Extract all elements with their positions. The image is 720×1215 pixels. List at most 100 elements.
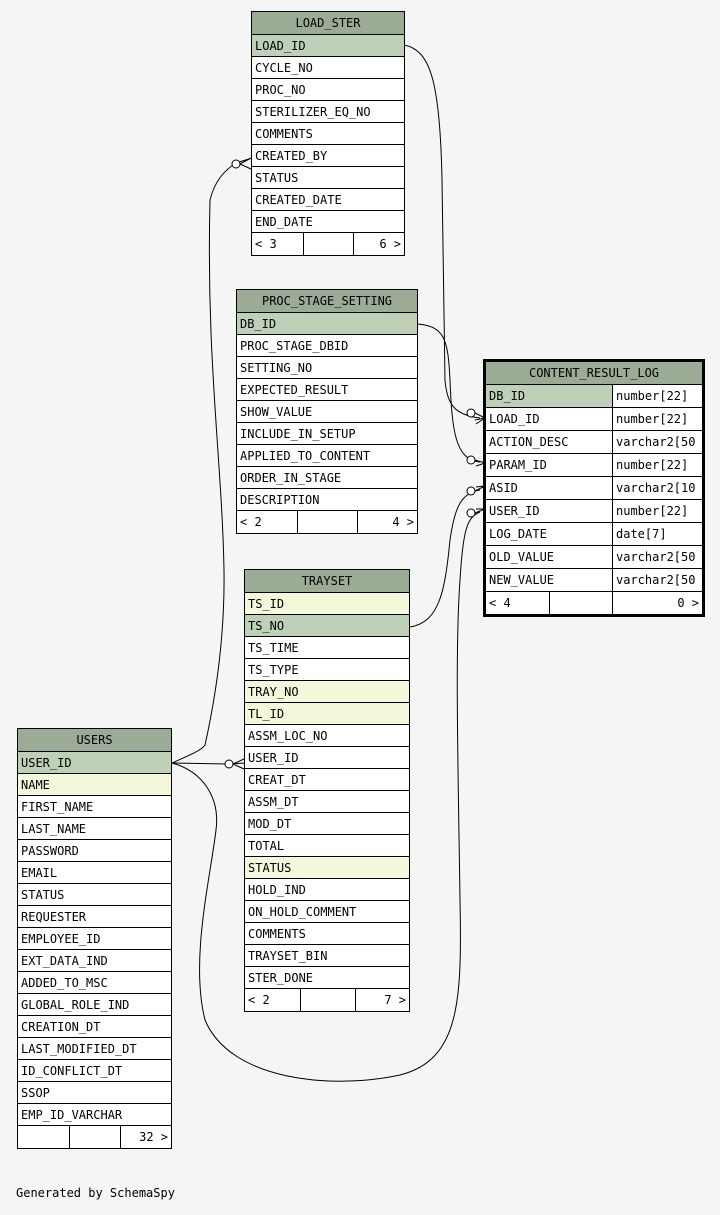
column-type: number[22] (616, 504, 689, 518)
table-footer: < 4 0 > (486, 592, 702, 614)
column-ts-type[interactable]: TS_TYPE (245, 659, 409, 681)
column-applied-to-content[interactable]: APPLIED_TO_CONTENT (237, 445, 417, 467)
table-load-ster[interactable]: LOAD_STER LOAD_ID CYCLE_NO PROC_NO STERI… (251, 11, 405, 256)
column-tray-no[interactable]: TRAY_NO (245, 681, 409, 703)
column-mod-dt[interactable]: MOD_DT (245, 813, 409, 835)
column-type: varchar2[50 (616, 550, 696, 564)
column-assm-dt[interactable]: ASSM_DT (245, 791, 409, 813)
column-tl-id[interactable]: TL_ID (245, 703, 409, 725)
table-title[interactable]: CONTENT_RESULT_LOG (486, 362, 702, 385)
column-load-id[interactable]: LOAD_ID (252, 35, 404, 57)
children-count[interactable]: 4 > (392, 515, 414, 529)
edge-created-by (171, 157, 253, 764)
column-status[interactable]: STATUS (18, 884, 171, 906)
column-type: number[22] (616, 389, 689, 403)
column-proc-stage-dbid[interactable]: PROC_STAGE_DBID (237, 335, 417, 357)
column-first-name[interactable]: FIRST_NAME (18, 796, 171, 818)
column-password[interactable]: PASSWORD (18, 840, 171, 862)
table-footer: < 2 7 > (245, 989, 409, 1011)
children-count[interactable]: 0 > (677, 596, 699, 610)
column-email[interactable]: EMAIL (18, 862, 171, 884)
table-users[interactable]: USERS USER_ID NAME FIRST_NAME LAST_NAME … (17, 728, 172, 1149)
column-cycle-no[interactable]: CYCLE_NO (252, 57, 404, 79)
children-count[interactable]: 6 > (379, 237, 401, 251)
column-ext-data-ind[interactable]: EXT_DATA_IND (18, 950, 171, 972)
column-sterilizer-eq-no[interactable]: STERILIZER_EQ_NO (252, 101, 404, 123)
zero-many-marker (466, 486, 476, 496)
column-setting-no[interactable]: SETTING_NO (237, 357, 417, 379)
column-total[interactable]: TOTAL (245, 835, 409, 857)
children-count[interactable]: 7 > (384, 993, 406, 1007)
table-title[interactable]: PROC_STAGE_SETTING (237, 290, 417, 313)
column-include-in-setup[interactable]: INCLUDE_IN_SETUP (237, 423, 417, 445)
column-on-hold-comment[interactable]: ON_HOLD_COMMENT (245, 901, 409, 923)
parents-count[interactable]: < 3 (252, 233, 304, 255)
column-creat-dt[interactable]: CREAT_DT (245, 769, 409, 791)
table-footer: < 2 4 > (237, 511, 417, 533)
row-count (550, 592, 613, 614)
column-employee-id[interactable]: EMPLOYEE_ID (18, 928, 171, 950)
column-type: number[22] (616, 412, 689, 426)
table-title[interactable]: LOAD_STER (252, 12, 404, 35)
column-ts-no[interactable]: TS_NO (245, 615, 409, 637)
table-title[interactable]: USERS (18, 729, 171, 752)
column-end-date[interactable]: END_DATE (252, 211, 404, 233)
column-hold-ind[interactable]: HOLD_IND (245, 879, 409, 901)
edge-user-log (171, 511, 481, 1082)
column-ts-time[interactable]: TS_TIME (245, 637, 409, 659)
column-status[interactable]: STATUS (245, 857, 409, 879)
column-description[interactable]: DESCRIPTION (237, 489, 417, 511)
column-assm-loc-no[interactable]: ASSM_LOC_NO (245, 725, 409, 747)
parents-count[interactable]: < 4 (486, 592, 550, 614)
parents-count[interactable] (18, 1126, 70, 1148)
parents-count[interactable]: < 2 (245, 989, 301, 1011)
column-user-id[interactable]: USER_ID (245, 747, 409, 769)
column-user-id[interactable]: USER_ID (18, 752, 171, 774)
column-show-value[interactable]: SHOW_VALUE (237, 401, 417, 423)
column-type: varchar2[50 (616, 435, 696, 449)
column-status[interactable]: STATUS (252, 167, 404, 189)
column-order-in-stage[interactable]: ORDER_IN_STAGE (237, 467, 417, 489)
table-title[interactable]: TRAYSET (245, 570, 409, 593)
column-comments[interactable]: COMMENTS (245, 923, 409, 945)
table-proc-stage-setting[interactable]: PROC_STAGE_SETTING DB_ID PROC_STAGE_DBID… (236, 289, 418, 534)
table-footer: 32 > (18, 1126, 171, 1148)
parents-count[interactable]: < 2 (237, 511, 298, 533)
column-db-id[interactable]: DB_ID (237, 313, 417, 335)
column-ster-done[interactable]: STER_DONE (245, 967, 409, 989)
row-count (304, 233, 354, 255)
column-trayset-bin[interactable]: TRAYSET_BIN (245, 945, 409, 967)
column-id-conflict-dt[interactable]: ID_CONFLICT_DT (18, 1060, 171, 1082)
column-expected-result[interactable]: EXPECTED_RESULT (237, 379, 417, 401)
column-type: varchar2[50 (616, 573, 696, 587)
column-global-role-ind[interactable]: GLOBAL_ROLE_IND (18, 994, 171, 1016)
column-creation-dt[interactable]: CREATION_DT (18, 1016, 171, 1038)
generated-by-note[interactable]: Generated by SchemaSpy (16, 1186, 175, 1200)
column-name: OLD_VALUE (486, 546, 613, 568)
column-created-date[interactable]: CREATED_DATE (252, 189, 404, 211)
column-requester[interactable]: REQUESTER (18, 906, 171, 928)
column-added-to-msc[interactable]: ADDED_TO_MSC (18, 972, 171, 994)
column-created-by[interactable]: CREATED_BY (252, 145, 404, 167)
column-emp-id-varchar[interactable]: EMP_ID_VARCHAR (18, 1104, 171, 1126)
column-comments[interactable]: COMMENTS (252, 123, 404, 145)
column-proc-no[interactable]: PROC_NO (252, 79, 404, 101)
column-last-name[interactable]: LAST_NAME (18, 818, 171, 840)
column-ssop[interactable]: SSOP (18, 1082, 171, 1104)
column-ts-id[interactable]: TS_ID (245, 593, 409, 615)
column-name[interactable]: NAME (18, 774, 171, 796)
table-trayset[interactable]: TRAYSET TS_ID TS_NO TS_TIME TS_TYPE TRAY… (244, 569, 410, 1012)
children-count[interactable]: 32 > (139, 1130, 168, 1144)
column-last-modified-dt[interactable]: LAST_MODIFIED_DT (18, 1038, 171, 1060)
